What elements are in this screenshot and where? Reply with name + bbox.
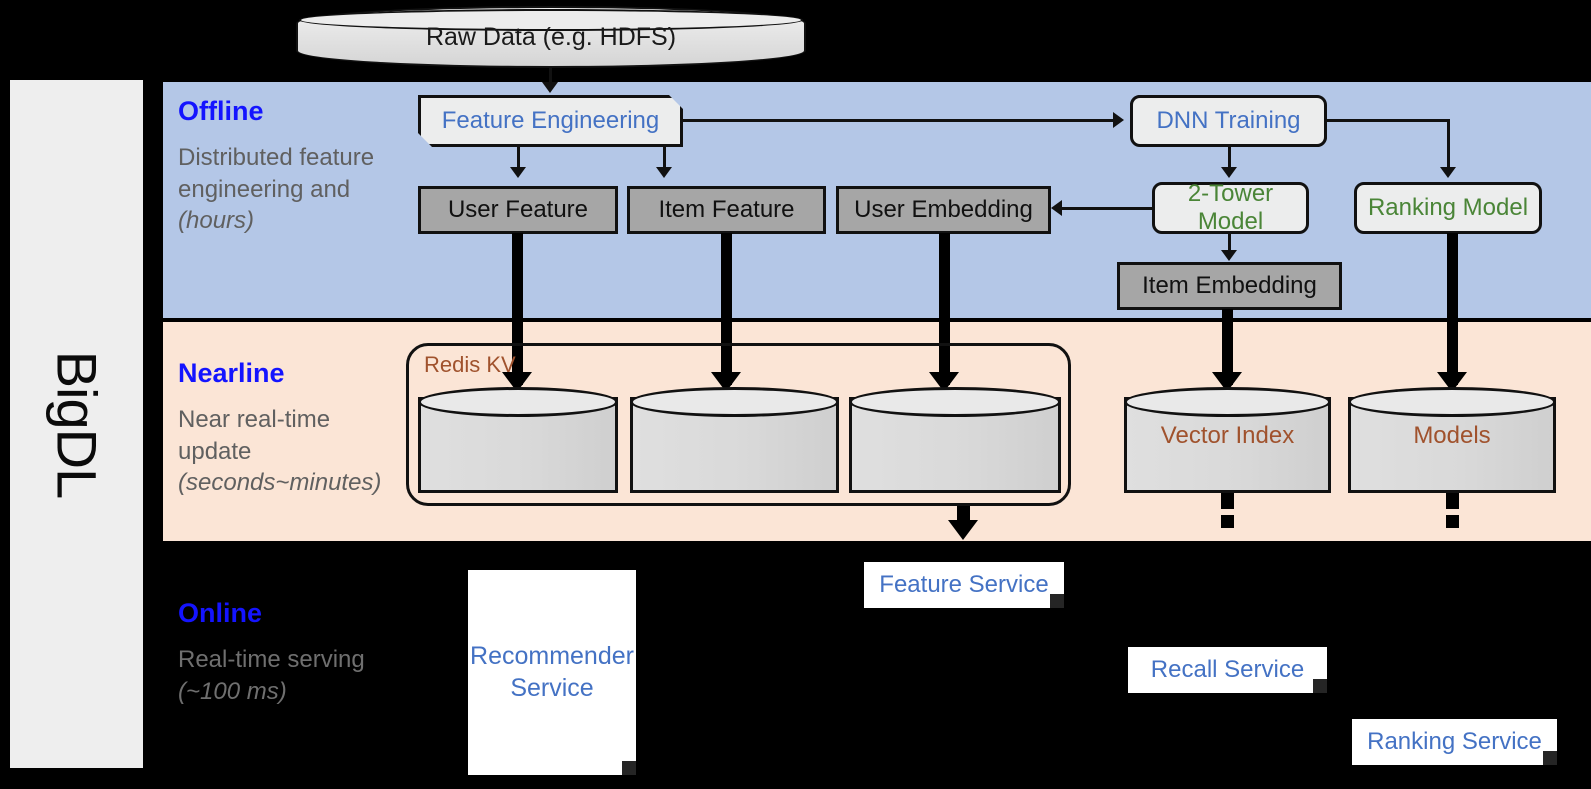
- bigdl-label: BigDL: [45, 350, 108, 498]
- edge-twotower-to-userembedding: [1062, 207, 1153, 210]
- edge-dnn-to-ranking-h: [1327, 119, 1450, 122]
- kv-store-2-top: [630, 387, 839, 417]
- node-kv-store-1[interactable]: [418, 387, 618, 493]
- node-kv-store-3[interactable]: [849, 387, 1061, 493]
- node-raw-data[interactable]: Raw Data (e.g. HDFS): [296, 6, 806, 68]
- node-ranking-service[interactable]: Ranking Service: [1352, 719, 1557, 765]
- models-top: [1348, 387, 1556, 417]
- edge-dnn-to-twotower-arrowhead: [1221, 167, 1237, 178]
- edge-vectorindex-stub-2: [1221, 515, 1234, 528]
- band-title-offline: Offline: [178, 96, 264, 126]
- edge-vectorindex-stub-1: [1221, 493, 1234, 509]
- edge-redis-to-featureservice-arrowhead: [948, 520, 978, 540]
- bigdl-sidebar: BigDL: [8, 78, 145, 770]
- band-desc-nearline: Near real-time update (seconds~minutes): [178, 404, 408, 499]
- node-user-feature-label: User Feature: [447, 196, 589, 223]
- node-recommender-service[interactable]: Recommender Service: [468, 570, 636, 775]
- kv-store-3-top: [849, 387, 1061, 417]
- node-ranking-service-label: Ranking Service: [1367, 728, 1542, 755]
- vector-index-top: [1124, 387, 1331, 417]
- node-vector-index-label: Vector Index: [1160, 421, 1295, 449]
- band-desc-nearline-text: Near real-time update: [178, 406, 331, 465]
- node-user-embedding[interactable]: User Embedding: [836, 186, 1051, 234]
- node-item-feature-label: Item Feature: [658, 196, 795, 223]
- node-kv-store-2[interactable]: [630, 387, 839, 493]
- band-desc-offline: Distributed feature engineering and (hou…: [178, 142, 408, 237]
- band-desc-online: Real-time serving (~100 ms): [178, 644, 408, 707]
- edge-fe-to-itemfeature: [663, 147, 666, 169]
- node-raw-data-label: Raw Data (e.g. HDFS): [425, 22, 677, 51]
- node-ranking-model[interactable]: Ranking Model: [1354, 182, 1542, 234]
- kv-store-1-top: [418, 387, 618, 417]
- node-two-tower-model-label: 2-Tower Model: [1187, 180, 1274, 235]
- node-item-feature[interactable]: Item Feature: [627, 186, 826, 234]
- pipe-userfeature-to-kv1: [512, 233, 523, 385]
- band-divider-offline-nearline: [159, 318, 1591, 323]
- edge-fe-to-dnn: [683, 119, 1115, 122]
- node-recommender-service-label: Recommender Service: [470, 642, 634, 702]
- node-recall-service-label: Recall Service: [1150, 656, 1305, 683]
- edge-dnn-to-ranking-v: [1447, 119, 1450, 171]
- node-feature-engineering-label: Feature Engineering: [441, 107, 660, 134]
- band-title-online: Online: [178, 598, 263, 628]
- pipe-userembedding-to-kv3: [939, 233, 950, 385]
- node-user-embedding-label: User Embedding: [854, 196, 1033, 223]
- node-item-embedding[interactable]: Item Embedding: [1117, 262, 1342, 310]
- node-dnn-training[interactable]: DNN Training: [1130, 95, 1327, 147]
- node-item-embedding-label: Item Embedding: [1142, 272, 1317, 299]
- node-ranking-model-label: Ranking Model: [1367, 194, 1529, 221]
- edge-redis-to-featureservice-stub: [957, 506, 970, 522]
- node-vector-index[interactable]: Vector Index: [1124, 387, 1331, 493]
- pipe-itemembedding-to-vectorindex: [1222, 309, 1233, 385]
- pipe-rankingmodel-to-models: [1447, 233, 1458, 385]
- edge-twotower-to-userembedding-arrowhead: [1051, 200, 1062, 216]
- edge-fe-to-dnn-arrowhead: [1113, 112, 1124, 128]
- group-redis-kv[interactable]: [406, 343, 1071, 506]
- band-desc-online-text: Real-time serving: [178, 646, 365, 673]
- node-two-tower-model[interactable]: 2-Tower Model: [1152, 180, 1309, 235]
- edge-models-stub-2: [1446, 515, 1459, 528]
- band-desc-online-italic: (~100 ms): [178, 677, 287, 705]
- band-title-nearline: Nearline: [178, 358, 285, 388]
- band-desc-nearline-italic: (seconds~minutes): [178, 469, 382, 497]
- node-models-label: Models: [1413, 421, 1491, 449]
- edge-dnn-to-ranking-arrowhead: [1440, 167, 1456, 178]
- node-models[interactable]: Models: [1348, 387, 1556, 493]
- group-redis-kv-label: Redis KV: [424, 352, 516, 377]
- node-dnn-training-label: DNN Training: [1156, 107, 1301, 134]
- edge-rawdata-to-fe-arrowhead: [542, 82, 558, 93]
- edge-dnn-to-twotower: [1228, 147, 1231, 171]
- edge-fe-to-itemfeature-arrowhead: [656, 167, 672, 178]
- edge-fe-to-userfeature: [517, 147, 520, 169]
- node-user-feature[interactable]: User Feature: [418, 186, 618, 234]
- edge-rawdata-to-fe: [549, 66, 552, 88]
- node-feature-service-label: Feature Service: [879, 571, 1049, 598]
- edge-fe-to-userfeature-arrowhead: [510, 167, 526, 178]
- edge-models-stub-1: [1446, 493, 1459, 509]
- pipe-itemfeature-to-kv2: [721, 233, 732, 385]
- edge-twotower-to-itemembedding: [1228, 234, 1231, 254]
- node-feature-service[interactable]: Feature Service: [864, 562, 1064, 608]
- band-divider-nearline-online: [159, 541, 1591, 546]
- band-desc-offline-italic: (hours): [178, 207, 255, 235]
- node-recall-service[interactable]: Recall Service: [1128, 647, 1327, 693]
- edge-twotower-to-itemembedding-arrowhead: [1221, 250, 1237, 261]
- band-desc-offline-text: Distributed feature engineering and: [178, 144, 375, 203]
- node-feature-engineering[interactable]: Feature Engineering: [418, 95, 683, 147]
